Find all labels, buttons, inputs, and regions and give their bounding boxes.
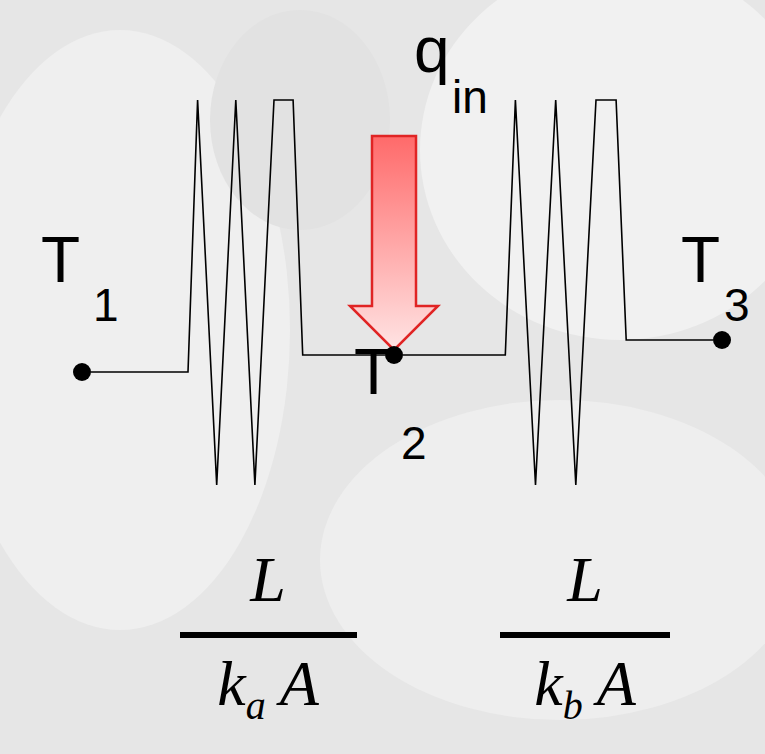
resistance-length: L bbox=[567, 548, 603, 612]
temperature-symbol: T bbox=[41, 228, 80, 292]
fraction-numerator: L bbox=[465, 548, 705, 612]
resistance-length: L bbox=[250, 548, 286, 612]
conductivity-symbol: k bbox=[534, 652, 562, 716]
conductivity-subscript: b bbox=[563, 686, 583, 726]
node-dot: T3 bbox=[713, 331, 731, 349]
temperature-subscript: 1 bbox=[93, 282, 119, 328]
heat-symbol: q bbox=[414, 18, 450, 82]
node-dot: T2 bbox=[385, 346, 403, 364]
heat-subscript: in bbox=[452, 74, 488, 120]
temperature-symbol: T bbox=[354, 340, 393, 404]
fraction-denominator: kbA bbox=[465, 652, 705, 716]
temperature-subscript: 3 bbox=[724, 282, 750, 328]
fraction-denominator: kaA bbox=[148, 652, 388, 716]
temperature-symbol: T bbox=[681, 228, 720, 292]
area-symbol: A bbox=[597, 652, 636, 716]
conductivity-symbol: k bbox=[217, 652, 245, 716]
resistor-symbol bbox=[403, 100, 713, 485]
conductivity-subscript: a bbox=[246, 686, 266, 726]
temperature-subscript: 2 bbox=[401, 420, 427, 466]
resistor-symbol bbox=[91, 100, 385, 485]
node-dot: T1 bbox=[73, 363, 91, 381]
area-symbol: A bbox=[280, 652, 319, 716]
fraction-numerator: L bbox=[148, 548, 388, 612]
